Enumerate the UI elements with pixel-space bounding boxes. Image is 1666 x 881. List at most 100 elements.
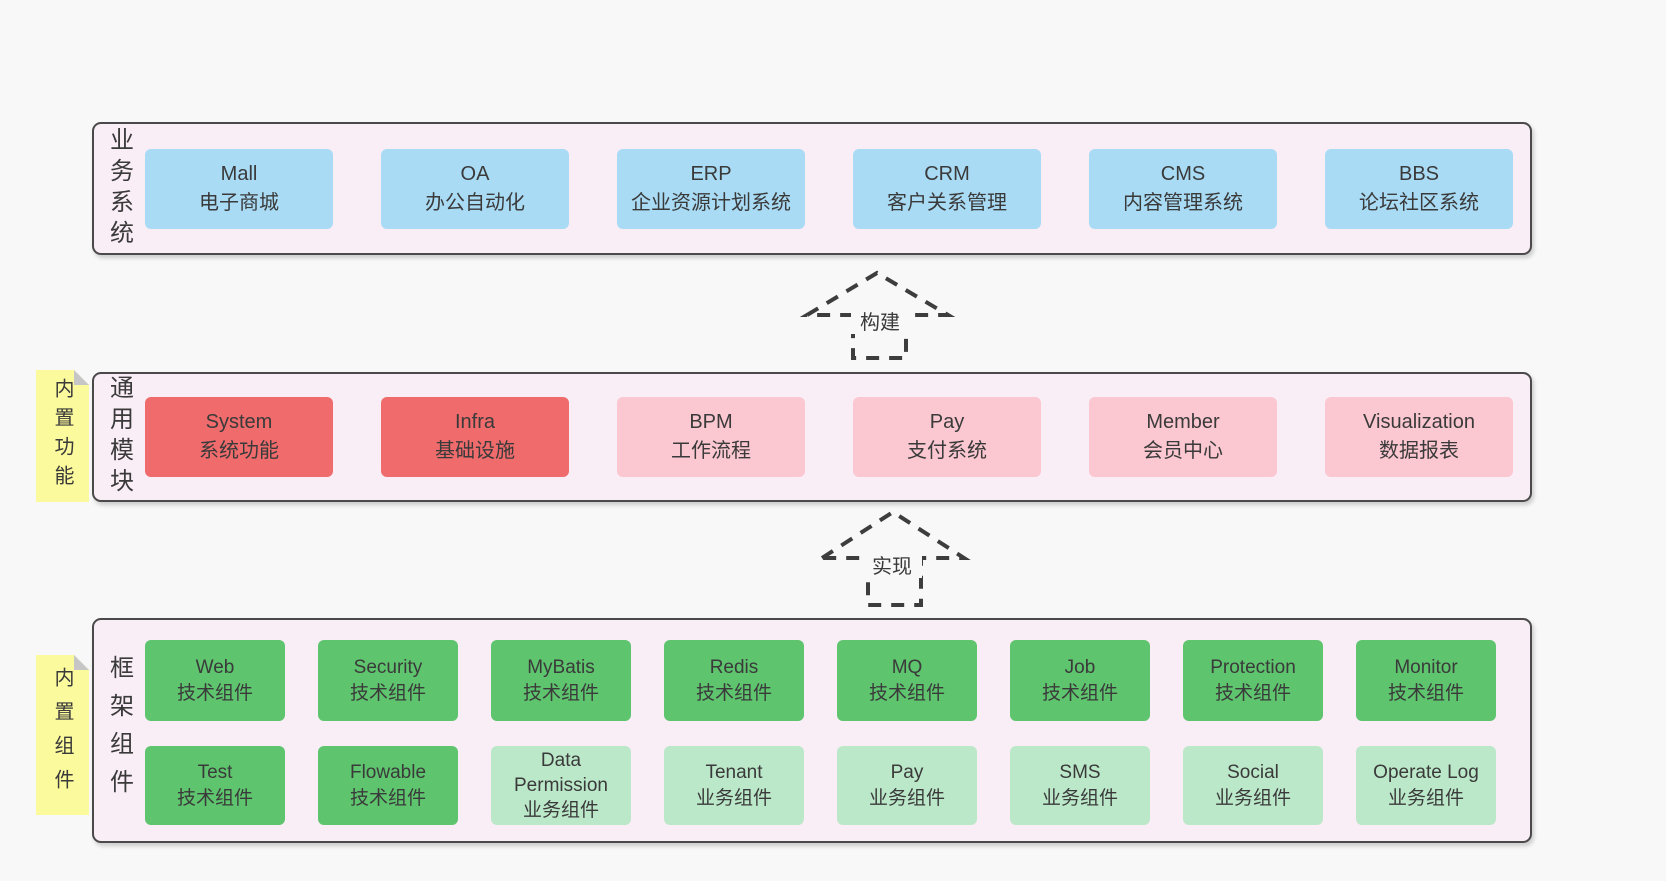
built-in-features-sticky: 内置功能 [36, 370, 89, 502]
module-box-member: Member 会员中心 [1089, 397, 1277, 477]
box-name: MQ [891, 657, 923, 679]
box-desc: 技术组件 [695, 682, 772, 704]
component-box-operate-log: Operate Log 业务组件 [1356, 746, 1496, 825]
framework-components-label: 框架组件 [105, 654, 133, 807]
component-box-data-permission: Data Permission 业务组件 [491, 746, 631, 825]
box-desc: 客户关系管理 [887, 191, 1007, 214]
component-box-tenant: Tenant 业务组件 [664, 746, 804, 825]
built-in-features-sticky-text: 内置功能 [51, 378, 73, 494]
common-modules-row: System 系统功能 Infra 基础设施 BPM 工作流程 Pay 支付系统… [145, 374, 1513, 500]
module-box-infra: Infra 基础设施 [381, 397, 569, 477]
box-name: Data Permission [514, 749, 608, 796]
box-desc: 工作流程 [671, 440, 751, 462]
box-desc: 系统功能 [199, 440, 279, 462]
box-name: BBS [1398, 162, 1440, 185]
box-desc: 业务组件 [1041, 787, 1118, 809]
box-name: CMS [1160, 162, 1206, 185]
box-name: Job [1064, 657, 1096, 679]
built-in-components-sticky: 内置组件 [36, 655, 89, 815]
box-name: BPM [689, 411, 733, 433]
framework-components-grid: Web 技术组件 Security 技术组件 MyBatis 技术组件 Redi… [145, 640, 1496, 825]
component-box-test: Test 技术组件 [145, 746, 285, 825]
box-desc: 技术组件 [522, 682, 599, 704]
box-desc: 技术组件 [349, 682, 426, 704]
box-name: Pay [890, 762, 924, 784]
box-desc: 数据报表 [1379, 440, 1459, 462]
box-name: ERP [690, 162, 732, 185]
module-box-visualization: Visualization 数据报表 [1325, 397, 1513, 477]
framework-components-panel: 框架组件 Web 技术组件 Security 技术组件 MyBatis 技术组件… [92, 618, 1532, 843]
build-arrow-icon [799, 270, 956, 360]
box-desc: 论坛社区系统 [1359, 191, 1479, 214]
business-systems-row: Mall 电子商城 OA 办公自动化 ERP 企业资源计划系统 CRM 客户关系… [145, 124, 1513, 253]
box-desc: 技术组件 [349, 787, 426, 809]
box-name: Protection [1210, 657, 1296, 679]
component-box-flowable: Flowable 技术组件 [318, 746, 458, 825]
box-desc: 技术组件 [1041, 682, 1118, 704]
component-box-redis: Redis 技术组件 [664, 640, 804, 721]
box-name: Monitor [1394, 657, 1458, 679]
component-box-sms: SMS 业务组件 [1010, 746, 1150, 825]
box-desc: 基础设施 [435, 440, 515, 462]
box-name: Social [1227, 762, 1279, 784]
box-desc: 会员中心 [1143, 440, 1223, 462]
box-desc: 电子商城 [199, 191, 279, 214]
box-name: OA [460, 162, 490, 185]
component-box-security: Security 技术组件 [318, 640, 458, 721]
box-desc: 支付系统 [907, 440, 987, 462]
box-name: MyBatis [527, 657, 595, 679]
common-modules-label: 通用模块 [105, 375, 133, 499]
box-desc: 业务组件 [522, 800, 599, 822]
component-box-mq: MQ 技术组件 [837, 640, 977, 721]
box-desc: 办公自动化 [425, 191, 525, 214]
box-name: Tenant [705, 762, 763, 784]
component-box-job: Job 技术组件 [1010, 640, 1150, 721]
component-box-pay: Pay 业务组件 [837, 746, 977, 825]
box-name: Test [197, 762, 233, 784]
box-name: Pay [929, 411, 965, 433]
box-name: CRM [924, 162, 970, 185]
build-arrow-label: 构建 [851, 306, 909, 334]
box-name: Member [1146, 411, 1220, 433]
box-name: Mall [220, 162, 258, 185]
box-desc: 内容管理系统 [1123, 191, 1243, 214]
box-name: Flowable [349, 762, 427, 784]
box-name: Web [195, 657, 235, 679]
component-box-monitor: Monitor 技术组件 [1356, 640, 1496, 721]
box-desc: 技术组件 [176, 682, 253, 704]
module-box-bpm: BPM 工作流程 [617, 397, 805, 477]
box-name: Infra [454, 411, 496, 433]
box-desc: 技术组件 [1214, 682, 1291, 704]
box-desc: 技术组件 [868, 682, 945, 704]
box-desc: 业务组件 [1387, 787, 1464, 809]
box-desc: 业务组件 [695, 787, 772, 809]
module-box-pay: Pay 支付系统 [853, 397, 1041, 477]
business-box-erp: ERP 企业资源计划系统 [617, 148, 805, 229]
component-box-web: Web 技术组件 [145, 640, 285, 721]
component-box-mybatis: MyBatis 技术组件 [491, 640, 631, 721]
box-desc: 技术组件 [176, 787, 253, 809]
business-box-crm: CRM 客户关系管理 [853, 148, 1041, 229]
box-name: Security [353, 657, 423, 679]
box-name: Visualization [1363, 411, 1475, 433]
box-desc: 业务组件 [1214, 787, 1291, 809]
business-box-bbs: BBS 论坛社区系统 [1325, 148, 1513, 229]
box-name: SMS [1059, 762, 1101, 784]
business-box-oa: OA 办公自动化 [381, 148, 569, 229]
business-box-mall: Mall 电子商城 [145, 148, 333, 229]
sticky-note-background [36, 655, 89, 815]
box-desc: 业务组件 [868, 787, 945, 809]
implement-arrow-label: 实现 [862, 550, 922, 578]
sticky-note-background [36, 370, 89, 502]
common-modules-panel: 通用模块 System 系统功能 Infra 基础设施 BPM 工作流程 Pay… [92, 372, 1532, 502]
component-box-protection: Protection 技术组件 [1183, 640, 1323, 721]
box-name: Redis [709, 657, 759, 679]
box-name: System [205, 411, 273, 433]
business-box-cms: CMS 内容管理系统 [1089, 148, 1277, 229]
module-box-system: System 系统功能 [145, 397, 333, 477]
box-desc: 企业资源计划系统 [631, 191, 791, 214]
box-desc: 技术组件 [1387, 682, 1464, 704]
business-systems-panel: 业务系统 Mall 电子商城 OA 办公自动化 ERP 企业资源计划系统 CRM… [92, 122, 1532, 255]
business-systems-label: 业务系统 [105, 126, 133, 251]
